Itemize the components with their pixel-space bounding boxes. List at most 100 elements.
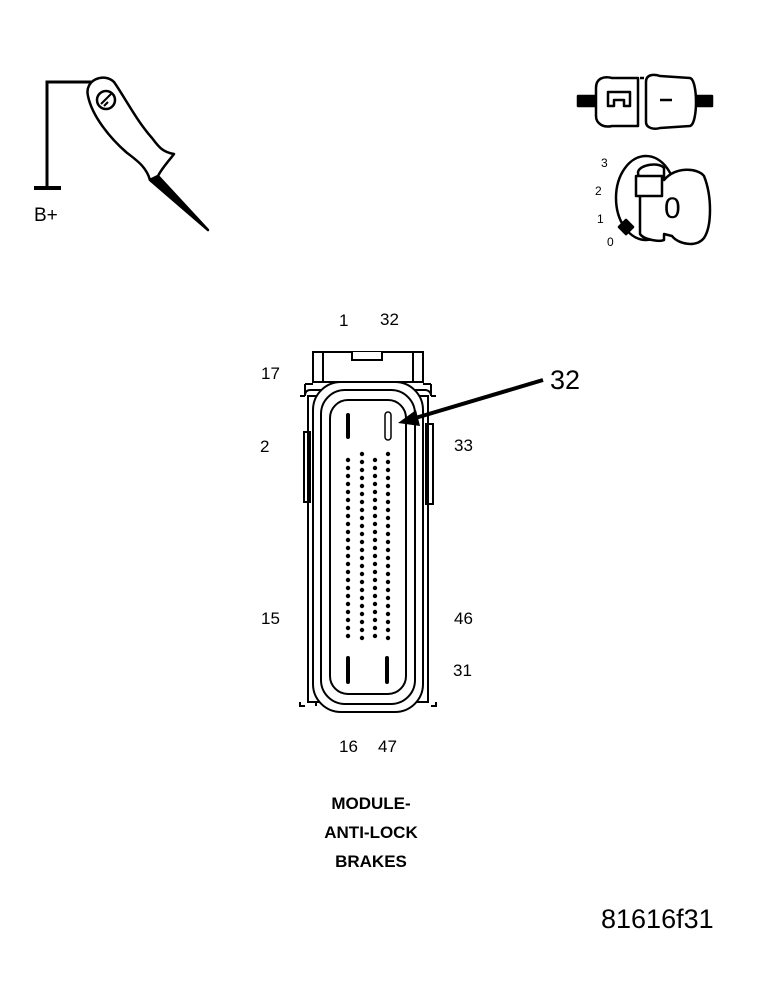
small-pin: [372, 569, 378, 575]
small-pin: [345, 457, 351, 463]
small-pin: [385, 467, 391, 473]
small-pin: [385, 595, 391, 601]
pin-label-left-2: 2: [260, 437, 270, 456]
small-pin: [372, 577, 378, 583]
small-pin: [385, 483, 391, 489]
small-pin: [372, 593, 378, 599]
small-pin: [345, 481, 351, 487]
small-pin: [372, 633, 378, 639]
small-pin: [345, 585, 351, 591]
small-pin: [385, 515, 391, 521]
small-pin: [359, 491, 365, 497]
ignition-position-2: 2: [595, 184, 602, 198]
pin-label-left-17: 17: [261, 364, 280, 383]
small-pin: [372, 609, 378, 615]
small-pin: [345, 513, 351, 519]
ignition-key-icon: [614, 154, 712, 246]
small-pin: [385, 611, 391, 617]
small-pin: [385, 619, 391, 625]
large-pin-16: [346, 656, 350, 684]
small-pin: [359, 483, 365, 489]
connector-face: [299, 351, 437, 713]
pin-label-top-32: 32: [380, 310, 399, 329]
caption-line-1: MODULE-: [331, 794, 411, 813]
small-pin: [345, 553, 351, 559]
small-pin: [345, 617, 351, 623]
pin-label-top-1: 1: [339, 311, 349, 330]
pin-label-right-31: 31: [453, 661, 472, 680]
ignition-position-3: 3: [601, 156, 608, 170]
small-pin: [372, 489, 378, 495]
small-pin: [372, 601, 378, 607]
small-pin: [385, 563, 391, 569]
small-pin: [372, 481, 378, 487]
small-pin: [345, 593, 351, 599]
small-pin: [345, 537, 351, 543]
pin-label-bottom-16: 16: [339, 737, 358, 756]
small-pin: [359, 539, 365, 545]
probe-label: B+: [34, 205, 58, 226]
small-pin: [345, 497, 351, 503]
small-pin: [345, 473, 351, 479]
small-pin: [345, 601, 351, 607]
small-pin: [345, 561, 351, 567]
small-pin: [385, 555, 391, 561]
small-pin: [359, 611, 365, 617]
small-pin: [359, 523, 365, 529]
large-pin-47: [385, 656, 389, 684]
large-pin-1: [346, 413, 350, 439]
small-pin: [359, 451, 365, 457]
small-pin: [359, 467, 365, 473]
small-pin: [385, 587, 391, 593]
large-pin-32: [384, 411, 392, 441]
small-pin: [385, 499, 391, 505]
caption-line-2: ANTI-LOCK: [324, 823, 418, 842]
connector-pins: [345, 411, 392, 684]
callout-arrow: [398, 378, 544, 426]
small-pin: [385, 579, 391, 585]
small-pin: [359, 627, 365, 633]
small-pin: [385, 475, 391, 481]
small-pin: [372, 513, 378, 519]
small-pin: [359, 459, 365, 465]
small-pin: [385, 523, 391, 529]
small-pin: [372, 553, 378, 559]
ignition-key-position: 0: [664, 192, 681, 225]
small-pin: [372, 617, 378, 623]
small-pin: [385, 459, 391, 465]
small-pin: [345, 489, 351, 495]
pin-label-right-33: 33: [454, 436, 473, 455]
small-pin: [385, 635, 391, 641]
figure-id: 81616f31: [601, 904, 714, 934]
small-pin: [372, 561, 378, 567]
small-pin: [385, 571, 391, 577]
pin-label-bottom-47: 47: [378, 737, 397, 756]
small-pin: [345, 529, 351, 535]
small-pin: [345, 569, 351, 575]
small-pin: [385, 603, 391, 609]
pin-label-right-46: 46: [454, 609, 473, 628]
small-pin: [372, 497, 378, 503]
callout-label: 32: [550, 365, 581, 395]
small-pin: [345, 545, 351, 551]
small-pin: [359, 475, 365, 481]
small-pin: [372, 537, 378, 543]
small-pin: [385, 507, 391, 513]
small-pin: [372, 465, 378, 471]
small-pin: [345, 465, 351, 471]
small-pin: [372, 521, 378, 527]
small-pin: [345, 505, 351, 511]
ignition-position-1: 1: [597, 212, 604, 226]
small-pin: [359, 563, 365, 569]
probe-icon: [86, 76, 210, 232]
small-pin: [359, 507, 365, 513]
small-pin: [359, 571, 365, 577]
small-pin: [385, 539, 391, 545]
small-pin: [359, 555, 365, 561]
small-pin: [372, 505, 378, 511]
small-pin: [345, 609, 351, 615]
pin-label-left-15: 15: [261, 609, 280, 628]
small-pin: [359, 547, 365, 553]
small-pin: [359, 619, 365, 625]
